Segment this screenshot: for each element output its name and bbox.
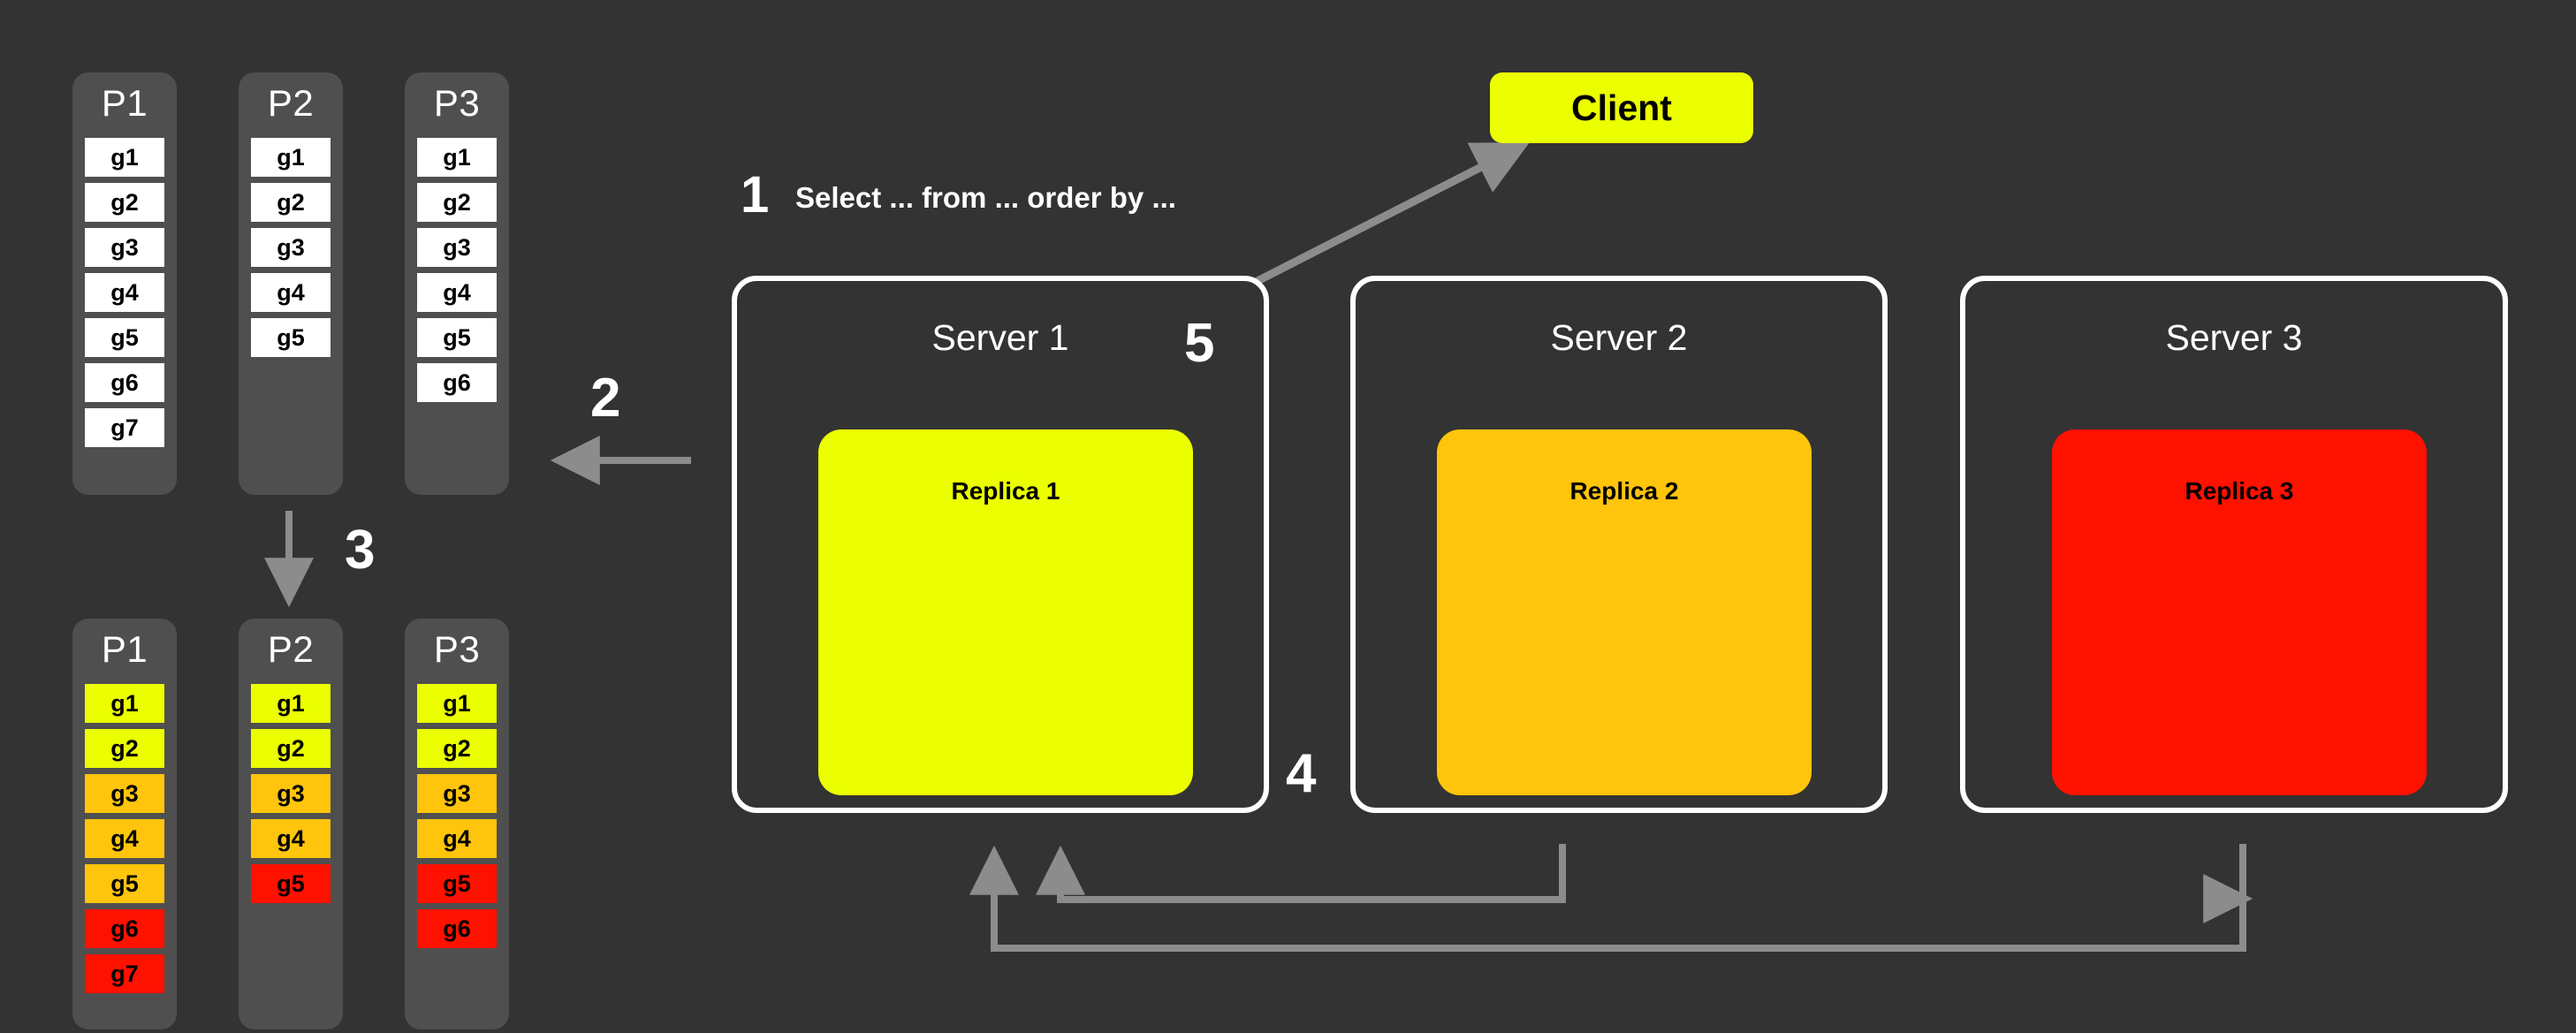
partition-cell: g5 [251,864,331,903]
partition-cell: g1 [85,684,164,723]
replica-label: Replica 3 [2185,477,2294,505]
partition-cell: g1 [251,138,331,177]
partition-cells: g1 g2 g3 g4 g5 [251,684,331,909]
partition-title: P2 [267,628,315,670]
partition-cell: g4 [251,273,331,312]
partition-cell: g6 [85,909,164,948]
step-number-4: 4 [1286,743,1317,804]
partition-column-p3-after: P3 g1 g2 g3 g4 g5 g6 [405,619,509,1029]
partition-cell: g2 [417,183,497,222]
partition-cell: g2 [417,729,497,768]
server-title: Server 1 [931,317,1069,358]
partition-column-p1-after: P1 g1 g2 g3 g4 g5 g6 g7 [72,619,177,1029]
replica-box-1[interactable]: Replica 1 [818,429,1193,795]
replica-label: Replica 2 [1569,477,1679,505]
partition-cell: g4 [417,819,497,858]
partition-cell: g5 [85,318,164,357]
partition-cell: g1 [417,684,497,723]
partition-title: P3 [433,82,481,124]
server-box-3: Server 3 Replica 3 [1960,276,2508,813]
step-number-1: 1 [741,166,770,224]
partition-column-p2-before: P2 g1 g2 g3 g4 g5 [239,72,343,495]
partition-cell: g4 [85,273,164,312]
partition-cell: g4 [417,273,497,312]
partition-cell: g5 [417,864,497,903]
partition-cell: g7 [85,954,164,993]
partition-cell: g1 [85,138,164,177]
partition-column-p3-before: P3 g1 g2 g3 g4 g5 g6 [405,72,509,495]
query-caption: Select ... from ... order by ... [795,181,1176,214]
partition-cell: g4 [251,819,331,858]
partition-cell: g3 [417,774,497,813]
partition-title: P3 [433,628,481,670]
server-box-2: Server 2 Replica 2 [1350,276,1888,813]
step-number-5: 5 [1184,313,1215,374]
partition-cell: g1 [251,684,331,723]
partition-cell: g3 [251,228,331,267]
step-number-2: 2 [590,368,621,429]
partition-cell: g3 [85,228,164,267]
partition-cell: g2 [85,729,164,768]
partition-cell: g1 [417,138,497,177]
server-title: Server 3 [2165,317,2303,358]
partition-cells: g1 g2 g3 g4 g5 g6 g7 [85,138,164,453]
partition-cell: g2 [251,729,331,768]
partition-column-p2-after: P2 g1 g2 g3 g4 g5 [239,619,343,1029]
partition-cell: g7 [85,408,164,447]
replica-box-2[interactable]: Replica 2 [1437,429,1812,795]
replica-label: Replica 1 [951,477,1060,505]
client-box[interactable]: Client [1490,72,1753,143]
partition-cell: g3 [417,228,497,267]
partition-title: P1 [101,628,148,670]
partition-cell: g2 [251,183,331,222]
partition-cell: g5 [85,864,164,903]
partition-title: P1 [101,82,148,124]
client-label: Client [1571,87,1672,128]
partition-cell: g4 [85,819,164,858]
server-title: Server 2 [1550,317,1688,358]
partition-cells: g1 g2 g3 g4 g5 g6 [417,138,497,408]
partition-cell: g5 [417,318,497,357]
arrow-step-4 [969,844,2268,952]
step-number-3: 3 [345,520,376,581]
partition-cell: g3 [251,774,331,813]
partition-title: P2 [267,82,315,124]
replica-box-3[interactable]: Replica 3 [2052,429,2427,795]
partition-cell: g6 [85,363,164,402]
partition-column-p1-before: P1 g1 g2 g3 g4 g5 g6 g7 [72,72,177,495]
partition-cells: g1 g2 g3 g4 g5 g6 [417,684,497,954]
partition-cells: g1 g2 g3 g4 g5 g6 g7 [85,684,164,999]
partition-cell: g2 [85,183,164,222]
server-box-1: Server 1 Replica 1 [732,276,1269,813]
partition-cell: g6 [417,363,497,402]
partition-cell: g6 [417,909,497,948]
partition-cell: g5 [251,318,331,357]
partition-cells: g1 g2 g3 g4 g5 [251,138,331,363]
partition-cell: g3 [85,774,164,813]
